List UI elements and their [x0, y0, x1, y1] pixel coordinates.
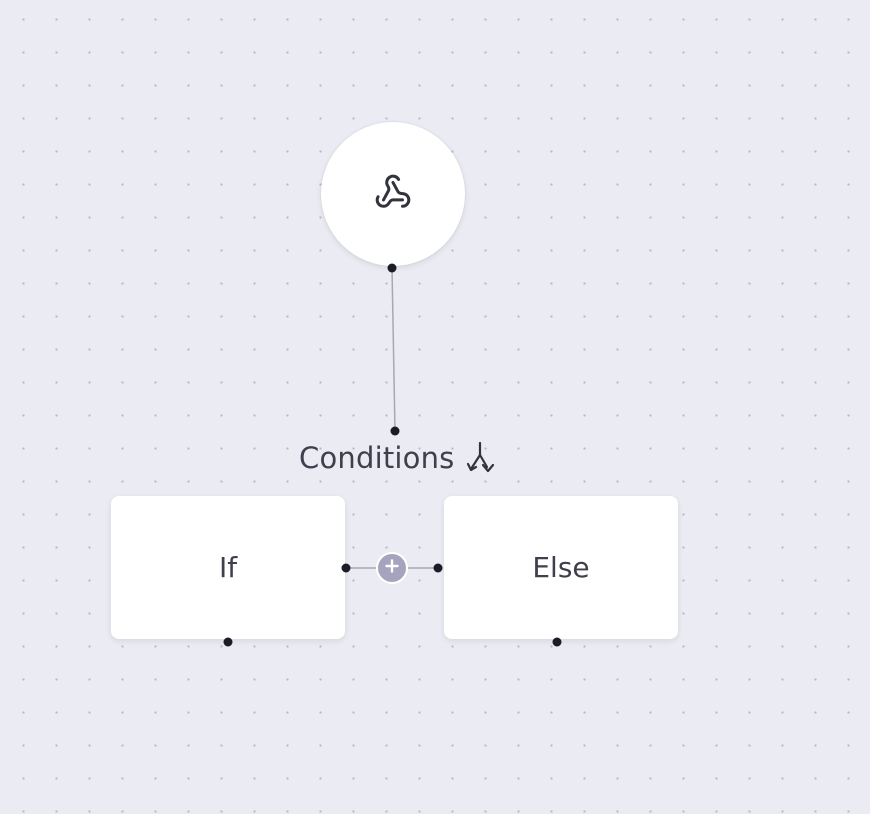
edge-trigger-to-conditions — [391, 267, 396, 432]
else-branch-node[interactable]: Else — [444, 496, 678, 639]
else-left-handle[interactable] — [433, 563, 443, 573]
trigger-output-handle[interactable] — [387, 263, 397, 273]
conditions-title: Conditions — [299, 441, 455, 475]
else-output-handle[interactable] — [552, 637, 562, 647]
else-branch-label: Else — [532, 551, 590, 584]
conditions-header[interactable]: Conditions — [299, 440, 497, 476]
add-branch-button[interactable] — [376, 552, 408, 584]
plus-icon — [384, 558, 400, 579]
webhook-icon — [374, 173, 412, 216]
webhook-trigger-node[interactable] — [321, 122, 465, 266]
if-right-handle[interactable] — [341, 563, 351, 573]
split-branch-icon — [466, 441, 497, 475]
if-branch-node[interactable]: If — [111, 496, 345, 639]
if-output-handle[interactable] — [223, 637, 233, 647]
conditions-input-handle[interactable] — [390, 426, 400, 436]
if-branch-label: If — [218, 551, 238, 584]
